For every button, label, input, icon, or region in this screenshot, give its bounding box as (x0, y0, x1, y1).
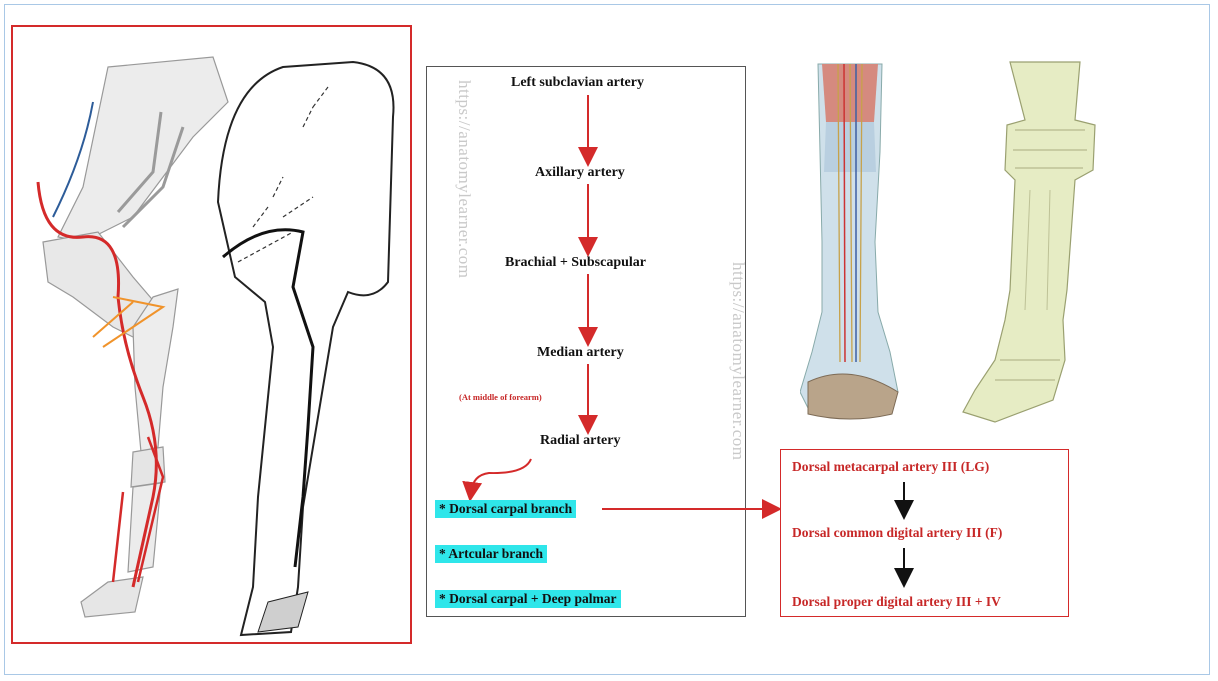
node-axillary: Axillary artery (535, 165, 625, 181)
forelimb-drawing (13, 27, 414, 646)
node-radial: Radial artery (540, 433, 620, 449)
dorsal-common-digital-artery: Dorsal common digital artery III (F) (792, 525, 1002, 541)
branch-articular: * Artcular branch (435, 545, 547, 563)
branch-dorsal-carpal-deep-palmar: * Dorsal carpal + Deep palmar (435, 590, 621, 608)
note-middle-forearm: (At middle of forearm) (459, 392, 542, 402)
branch-dorsal-carpal: * Dorsal carpal branch (435, 500, 576, 518)
flowchart-box: Left subclavian artery Axillary artery B… (426, 66, 746, 617)
dorsal-metacarpal-artery: Dorsal metacarpal artery III (LG) (792, 459, 989, 475)
node-left-subclavian: Left subclavian artery (511, 75, 644, 91)
forelimb-illustration-panel (11, 25, 412, 644)
dorsal-artery-chain-box: Dorsal metacarpal artery III (LG) Dorsal… (780, 449, 1069, 617)
dissected-leg-illustration (800, 62, 920, 424)
skeletal-leg-illustration (955, 60, 1105, 425)
node-median: Median artery (537, 345, 624, 361)
flow-arrows (427, 67, 747, 618)
dorsal-proper-digital-artery: Dorsal proper digital artery III + IV (792, 594, 1001, 610)
watermark-right: https://anatomylearner.com (728, 262, 748, 461)
node-brachial-subscapular: Brachial + Subscapular (505, 255, 646, 271)
watermark-left: https://anatomylearner.com (454, 80, 474, 279)
